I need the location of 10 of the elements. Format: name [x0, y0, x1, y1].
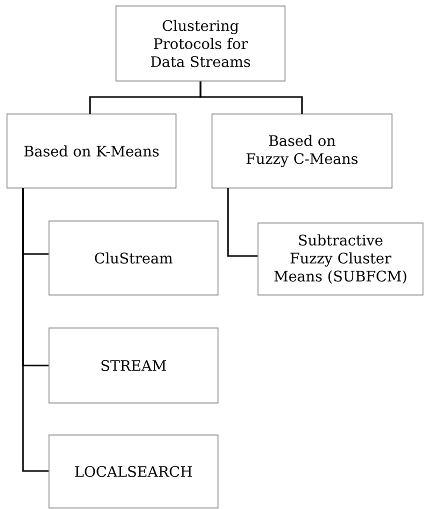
process-box: CluStream — [48, 220, 218, 296]
process-box: LOCALSEARCH — [48, 434, 218, 508]
connector-line — [227, 188, 258, 257]
process-box: Based on K-Means — [6, 114, 176, 188]
connector-line — [22, 188, 49, 472]
process-box: STREAM — [48, 328, 218, 404]
process-box: Subtractive Fuzzy Cluster Means (SUBFCM) — [258, 222, 424, 296]
process-box: Clustering Protocols for Data Streams — [116, 6, 286, 82]
connector-line — [200, 81, 303, 114]
process-box: Based on Fuzzy C-Means — [212, 114, 392, 188]
